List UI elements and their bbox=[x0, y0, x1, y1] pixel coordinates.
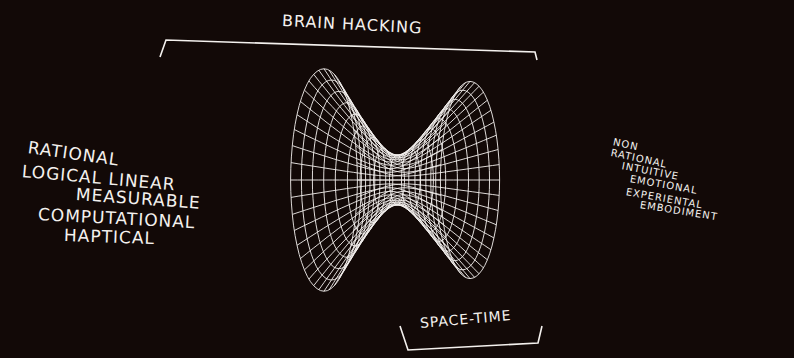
annotation: SPACE-TIME bbox=[419, 308, 512, 331]
annotation: HAPTICAL bbox=[64, 226, 156, 248]
heading: BRAIN HACKING bbox=[282, 12, 423, 37]
wireframe-meridians bbox=[291, 69, 500, 291]
wormhole-wireframe bbox=[291, 69, 500, 291]
top-bracket bbox=[160, 40, 537, 60]
wireframe-rings bbox=[291, 69, 500, 291]
